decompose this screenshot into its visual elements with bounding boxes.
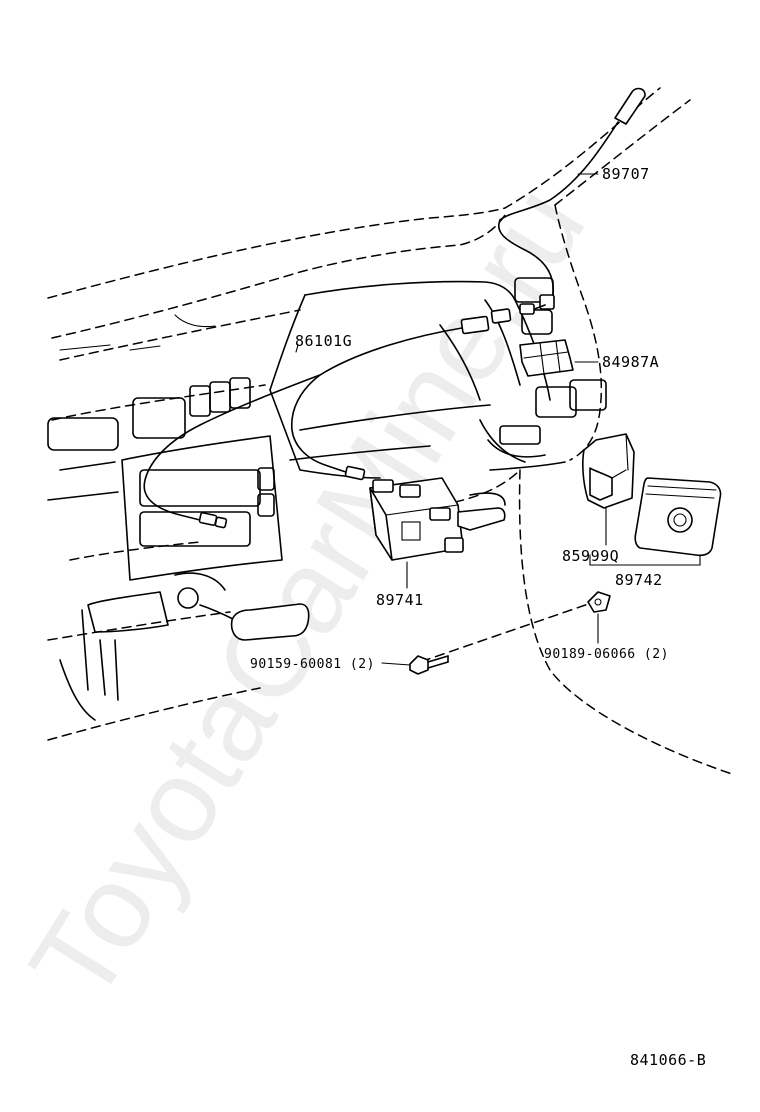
watermark: ToyotaCarMine.ru bbox=[5, 164, 610, 1024]
label-89742: 89742 bbox=[615, 571, 663, 589]
label-90159-60081: 90159-60081 (2) bbox=[250, 657, 375, 672]
transmitter-89742 bbox=[634, 477, 722, 557]
drawing-number: 841066-B bbox=[630, 1051, 706, 1069]
nut-90189 bbox=[587, 591, 611, 613]
label-84987a: 84987A bbox=[602, 353, 659, 371]
label-89707: 89707 bbox=[602, 165, 650, 183]
label-85999q: 85999Q bbox=[562, 547, 619, 565]
dashboard-details bbox=[47, 277, 607, 721]
label-86101g: 86101G bbox=[295, 332, 352, 350]
leader-lines bbox=[295, 173, 701, 666]
switch-84987a bbox=[519, 339, 574, 377]
bolt-90159 bbox=[409, 655, 449, 675]
unit-89741 bbox=[369, 477, 506, 561]
antenna-cable bbox=[143, 308, 512, 529]
dashboard-outline bbox=[47, 87, 736, 776]
antenna-assembly bbox=[498, 87, 646, 315]
bracket-85999q bbox=[582, 433, 635, 509]
label-90189-06066: 90189-06066 (2) bbox=[544, 647, 669, 662]
label-89741: 89741 bbox=[376, 591, 424, 609]
